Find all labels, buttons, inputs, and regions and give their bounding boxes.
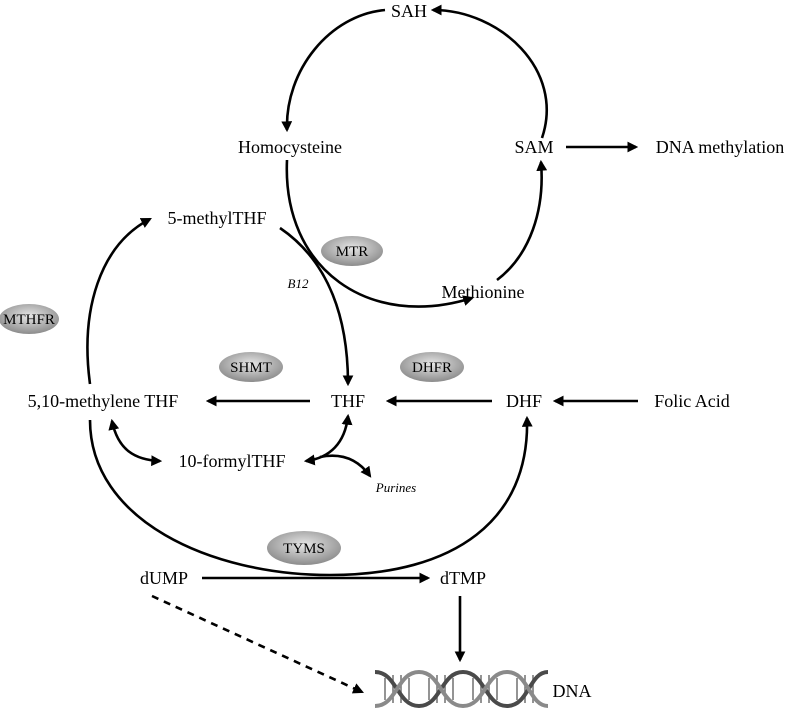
enzyme-mthfr-label: MTHFR xyxy=(3,312,55,328)
node-methionine: Methionine xyxy=(442,282,525,302)
enzyme-mthfr: MTHFR xyxy=(0,304,59,334)
arrow-methylene-to-dhf xyxy=(88,415,533,577)
arrow-methylthf-to-thf xyxy=(279,226,354,387)
node-dna-methylation: DNA methylation xyxy=(656,137,785,157)
enzyme-mtr: MTR xyxy=(321,236,383,266)
node-sam: SAM xyxy=(514,137,553,157)
node-dump: dUMP xyxy=(140,568,188,588)
arrow-methionine-to-sam xyxy=(496,159,548,282)
node-dtmp: dTMP xyxy=(440,568,486,588)
dna-helix-icon xyxy=(374,669,549,709)
note-purines: Purines xyxy=(375,480,416,495)
enzyme-shmt: SHMT xyxy=(219,352,283,382)
node-folic-acid: Folic Acid xyxy=(654,391,730,411)
arrow-sam-to-sah xyxy=(430,4,548,139)
enzyme-tyms: TYMS xyxy=(267,531,341,565)
arrow-sah-to-homocysteine xyxy=(281,8,386,133)
node-10-formylthf: 10-formylTHF xyxy=(179,451,286,471)
arrow-methylene-formylthf xyxy=(108,418,163,467)
node-thf: THF xyxy=(331,391,365,411)
node-sah: SAH xyxy=(391,1,427,21)
enzyme-shmt-label: SHMT xyxy=(230,360,272,376)
arrow-dump-to-dna-dashed xyxy=(151,594,364,694)
arrow-homocysteine-to-methionine xyxy=(285,159,475,308)
arrow-formylthf-thf xyxy=(303,413,353,466)
arrow-formylthf-to-purines xyxy=(319,454,372,478)
note-b12: B12 xyxy=(288,276,309,291)
node-5-methylthf: 5-methylTHF xyxy=(168,208,267,228)
node-dhf: DHF xyxy=(506,391,542,411)
node-dna: DNA xyxy=(553,681,592,701)
enzyme-dhfr: DHFR xyxy=(400,352,464,382)
arrow-methylene-to-methylthf xyxy=(86,217,152,385)
node-homocysteine: Homocysteine xyxy=(238,137,342,157)
enzyme-dhfr-label: DHFR xyxy=(412,360,452,376)
node-5-10-methylene-thf: 5,10-methylene THF xyxy=(28,391,179,411)
enzyme-mtr-label: MTR xyxy=(336,244,369,260)
enzyme-tyms-label: TYMS xyxy=(283,541,325,557)
